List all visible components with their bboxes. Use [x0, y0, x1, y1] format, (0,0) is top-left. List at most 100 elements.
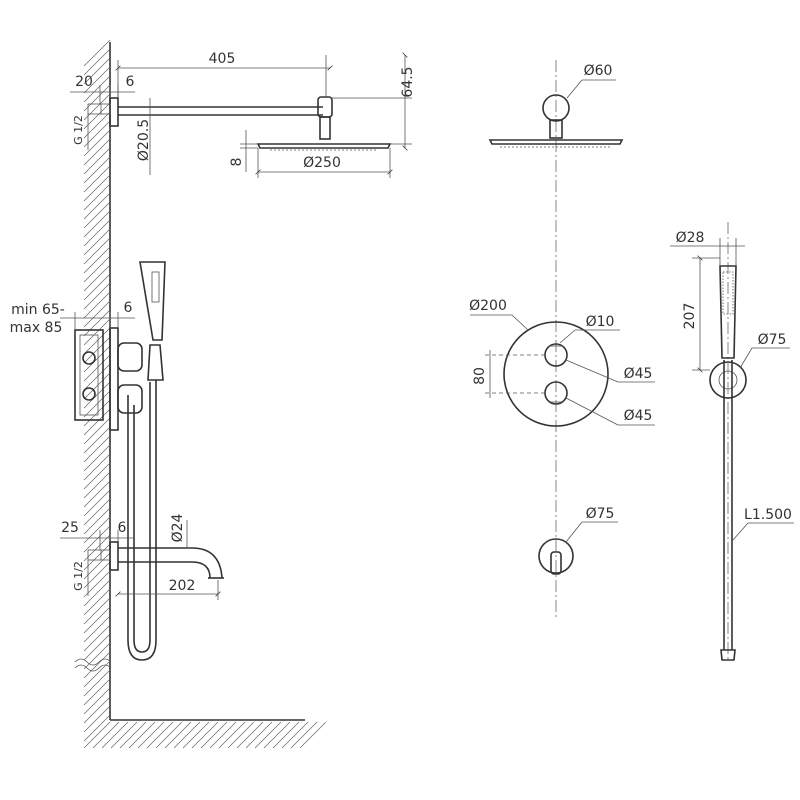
wall-hatch-line — [83, 381, 111, 409]
dim-thread-top: G 1/2 — [72, 103, 101, 150]
dim-box-depth: min 65- max 85 6 — [10, 300, 135, 336]
wall-hatch-line — [83, 345, 111, 373]
wall-hatch-line — [83, 309, 111, 337]
drop-height-label: 64.5 — [400, 66, 416, 97]
wall-hatch-line — [83, 633, 111, 661]
shower-head-front: Ø60 — [488, 63, 624, 148]
wall-hatch-line — [83, 354, 111, 382]
wall-hatch-line — [83, 408, 111, 436]
wall-hatch-line — [83, 597, 111, 625]
mixer-box-side — [74, 261, 166, 661]
wall-hatch-line — [83, 300, 111, 328]
knob-spacing-label: 80 — [472, 367, 488, 385]
spout-length-label: 202 — [169, 578, 196, 594]
wall-hatch-line — [83, 642, 111, 670]
floor-hatch-line — [263, 721, 291, 749]
wall-hatch-line — [83, 156, 111, 184]
wall-hatch-line — [83, 606, 111, 634]
spout-gap-label: 6 — [118, 520, 127, 536]
box-depth-min-label: min 65- — [11, 302, 65, 318]
wall-hatch-line — [83, 228, 111, 256]
wall-hatch-line — [83, 678, 111, 706]
wall-hatch-line — [83, 714, 111, 742]
floor-hatch-line — [218, 721, 246, 749]
thread-bottom-label: G 1/2 — [72, 561, 85, 591]
wall-hatch-line — [83, 48, 111, 76]
holder-diameter-label: Ø75 — [758, 332, 787, 348]
wall-hatch-line — [83, 624, 111, 652]
dim-arm-length: 405 — [115, 51, 333, 98]
handset-diameter-label: Ø28 — [676, 230, 705, 246]
wall-hatch-line — [83, 129, 111, 157]
wall-hatch-line — [83, 399, 111, 427]
dim-arm-diameter: Ø20.5 — [136, 98, 152, 175]
floor-hatch-line — [191, 721, 219, 749]
wall-hatch-line — [83, 426, 111, 454]
mixer-plate-front: 80 Ø200 Ø10 Ø45 Ø45 — [469, 298, 655, 427]
wall-hatch-line — [83, 201, 111, 229]
arm-diameter-label: Ø20.5 — [136, 119, 152, 161]
dim-head: 8 Ø250 — [229, 130, 393, 178]
knob-top-label: Ø45 — [624, 366, 653, 382]
pin-diameter-label: Ø10 — [586, 314, 615, 330]
wall-hatch-line — [83, 273, 111, 301]
floor-hatch-line — [101, 721, 129, 749]
spout-diameter-label: Ø24 — [170, 513, 186, 542]
wall-hatch-line — [83, 165, 111, 193]
wall-hatch-line — [83, 588, 111, 616]
floor-hatch-line — [92, 721, 120, 749]
wall-hatch-line — [83, 516, 111, 544]
arm-length-label: 405 — [209, 51, 236, 67]
wall-flange-label: 20 — [75, 74, 93, 90]
ceiling-flange-label: Ø60 — [584, 63, 613, 79]
dim-drop-height: 64.5 — [332, 52, 416, 151]
wall-hatch-line — [83, 489, 111, 517]
floor-hatch-line — [164, 721, 192, 749]
head-diameter-label: Ø250 — [303, 155, 341, 171]
spout-flange-label: 25 — [61, 520, 79, 536]
floor-hatch-line — [137, 721, 165, 749]
floor-hatch-line — [119, 721, 147, 749]
wall-hatch-line — [83, 39, 111, 67]
wall-hatch-line — [83, 390, 111, 418]
floor-hatch-line — [272, 721, 300, 749]
spout-rosette-label: Ø75 — [586, 506, 615, 522]
wall-hatch-line — [83, 246, 111, 274]
knob-bottom-label: Ø45 — [624, 408, 653, 424]
floor-hatch-line — [290, 721, 318, 749]
plate-diameter-label: Ø200 — [469, 298, 507, 314]
wall-hatch-line — [83, 336, 111, 364]
floor-hatch-line — [299, 721, 327, 749]
thread-top-label: G 1/2 — [72, 115, 85, 145]
floor-hatch-line — [209, 721, 237, 749]
wall-hatch-line — [83, 237, 111, 265]
wall-hatch-line — [83, 480, 111, 508]
wall-hatch-line — [83, 669, 111, 697]
floor-hatch-line — [110, 721, 138, 749]
wall-hatch-line — [83, 264, 111, 292]
wall-hatch-line — [83, 291, 111, 319]
wall-hatch-line — [83, 327, 111, 355]
wall-hatch-line — [83, 498, 111, 526]
shower-arm-side — [100, 96, 392, 151]
floor-hatch-line — [200, 721, 228, 749]
hose-length-label: L1.500 — [744, 507, 792, 523]
floor-hatch-line — [83, 721, 111, 749]
wall-hatch-line — [83, 444, 111, 472]
wall-hatch-line — [83, 372, 111, 400]
wall-hatch-line — [83, 696, 111, 724]
wall-hatch-line — [83, 138, 111, 166]
floor-hatch-line — [146, 721, 174, 749]
wall-hatch-line — [83, 255, 111, 283]
wall-hatch-line — [83, 417, 111, 445]
handset-length-label: 207 — [682, 303, 698, 330]
wall-hatch-line — [83, 282, 111, 310]
wall-hatch-line — [83, 183, 111, 211]
floor-hatch-line — [173, 721, 201, 749]
floor-hatch-line — [281, 721, 309, 749]
wall-hatch-line — [83, 174, 111, 202]
wall-hatch-line — [83, 75, 111, 103]
dim-spout: 25 6 Ø24 202 G 1/2 — [60, 513, 221, 600]
head-thickness-label: 8 — [229, 158, 245, 167]
